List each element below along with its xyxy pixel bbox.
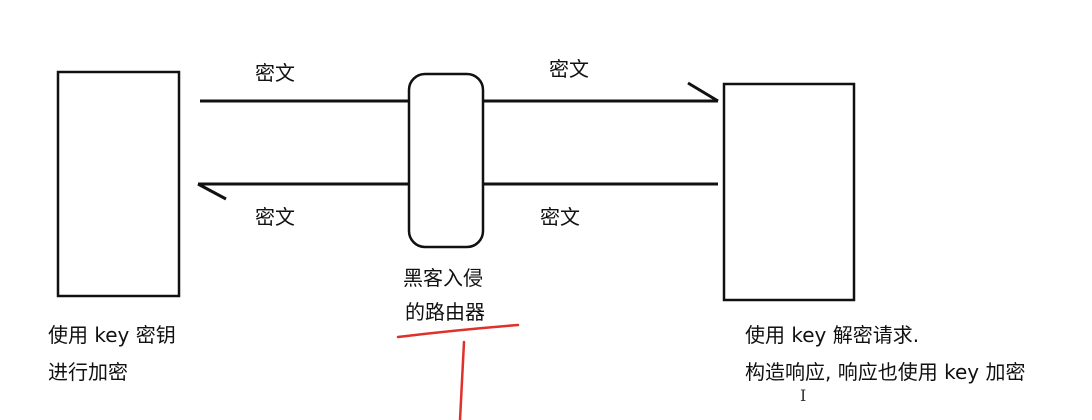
edge-label-top-right: 密文 [549,57,589,81]
client-box [56,70,181,298]
router-box [407,72,485,249]
red-underline-mark [396,323,520,339]
request-arrow-head [687,81,719,103]
edge-label-bottom-right: 密文 [540,205,580,229]
client-note-line1: 使用 key 密钥 [48,323,176,347]
server-box [722,82,856,302]
edge-label-bottom-left: 密文 [255,205,295,229]
edge-label-top-left: 密文 [255,61,295,85]
router-label-line1: 黑客入侵 [403,266,483,290]
router-label-line2: 的路由器 [405,300,485,324]
text-cursor-icon: I [800,386,807,405]
red-pointer-mark [458,340,466,420]
response-arrow-head [197,182,227,201]
server-note-line1: 使用 key 解密请求. [745,323,920,347]
client-note-line2: 进行加密 [48,360,128,384]
server-note-line2: 构造响应, 响应也使用 key 加密 [745,360,1026,384]
